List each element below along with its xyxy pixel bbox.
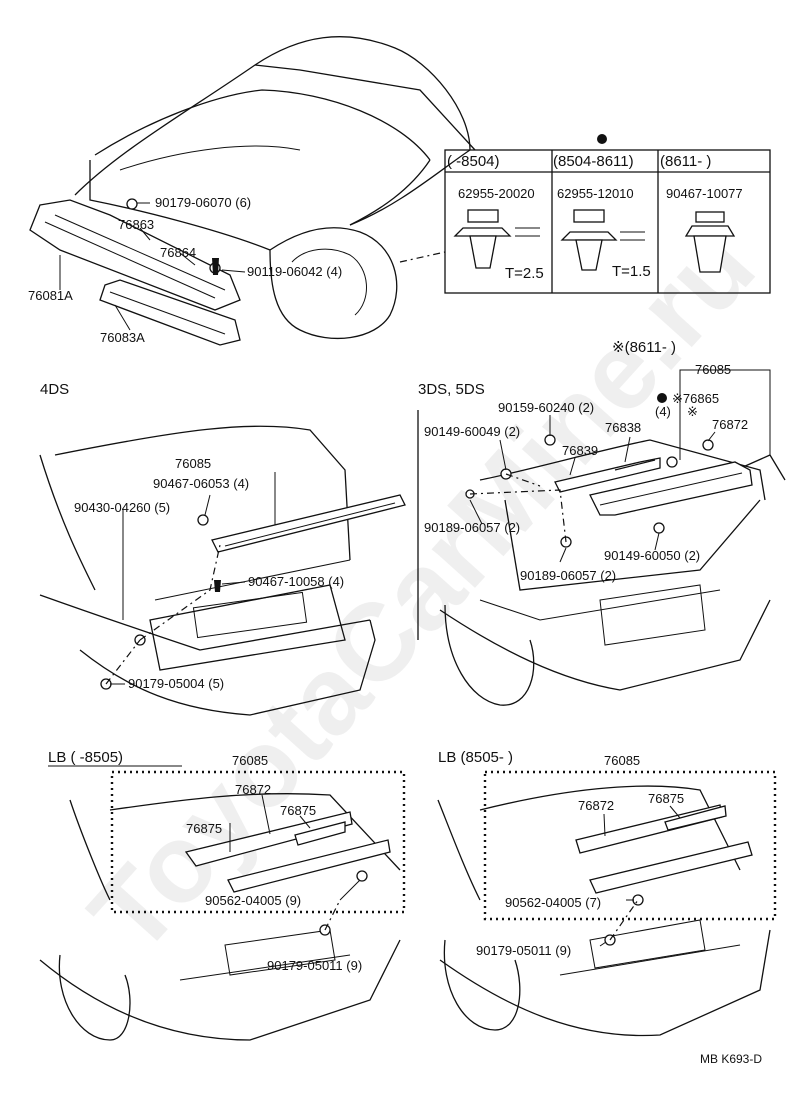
lb2-label-76872: 76872 [578, 798, 614, 813]
lb2-leaders [599, 805, 681, 947]
3ds-label-q4: (4) [655, 404, 671, 419]
lb2-spoiler-parts [575, 804, 753, 946]
lb1-leaders [229, 794, 361, 931]
lb2-label-90562: 90562-04005 (7) [505, 895, 601, 910]
clip-62955-20020-icon [453, 209, 540, 269]
lb1-spoiler-parts [184, 811, 391, 936]
label-76863: 76863 [118, 217, 154, 232]
3ds-label-star: ※ [687, 404, 698, 419]
3ds-label-90149-60050: 90149-60050 (2) [604, 548, 700, 563]
title-4ds: 4DS [40, 381, 69, 398]
front-spoiler-76081A [29, 199, 241, 311]
3ds-label-76085: 76085 [695, 362, 731, 377]
lb2-dotted-box [483, 770, 777, 921]
diagram-code: MB K693-D [700, 1052, 762, 1066]
table-part-3: 90467-10077 [666, 186, 743, 201]
clip-90467-10077-icon [684, 211, 736, 273]
3ds-label-76838: 76838 [605, 420, 641, 435]
table-dim-2: T=1.5 [612, 263, 651, 280]
3ds-note-8611: ※(8611- ) [612, 339, 676, 356]
4ds-label-90430-04260: 90430-04260 (5) [74, 500, 170, 515]
lb2-label-76875: 76875 [648, 791, 684, 806]
4ds-label-90179-05004: 90179-05004 (5) [128, 676, 224, 691]
top-leaders [59, 202, 446, 331]
title-lb-early: LB ( -8505) [48, 749, 123, 766]
4ds-label-90467-10058: 90467-10058 (4) [248, 574, 344, 589]
label-90179-06070: 90179-06070 (6) [155, 195, 251, 210]
front-spoiler-76083A [99, 279, 241, 346]
3ds-label-90149-60049: 90149-60049 (2) [424, 424, 520, 439]
clip-62955-12010-icon [560, 209, 645, 271]
front-car-drawing [74, 36, 476, 340]
label-76081A: 76081A [28, 288, 73, 303]
lb1-car-drawing [39, 793, 401, 1041]
3ds-spoiler-parts [465, 393, 753, 548]
table-header-2: (8504-8611) [553, 153, 634, 170]
lb1-label-76872: 76872 [235, 782, 271, 797]
lb1-label-76875a: 76875 [186, 821, 222, 836]
4ds-label-76085: 76085 [175, 456, 211, 471]
table-part-1: 62955-20020 [458, 186, 535, 201]
3ds-label-90159-60240: 90159-60240 (2) [498, 400, 594, 415]
3ds-label-76865: ※76865 [672, 391, 719, 406]
clip-table [444, 134, 771, 294]
lb2-label-90179: 90179-05011 (9) [476, 943, 571, 958]
3ds-label-76872: 76872 [712, 417, 748, 432]
3ds-label-90189-06057b: 90189-06057 (2) [520, 568, 616, 583]
label-76864: 76864 [160, 245, 196, 260]
title-3ds-5ds: 3DS, 5DS [418, 381, 485, 398]
3ds-label-90189-06057a: 90189-06057 (2) [424, 520, 520, 535]
4ds-leaders [105, 472, 276, 685]
lb1-label-76085: 76085 [232, 753, 268, 768]
lb1-label-76875b: 76875 [280, 803, 316, 818]
4ds-car-drawing [39, 425, 376, 716]
table-header-3: (8611- ) [660, 153, 711, 170]
lb2-car-drawing [437, 785, 771, 1037]
title-lb-late: LB (8505- ) [438, 749, 513, 766]
label-90119-06042: 90119-06042 (4) [247, 264, 342, 279]
3ds-label-76839: 76839 [562, 443, 598, 458]
table-dim-1: T=2.5 [505, 265, 544, 282]
lb2-label-76085: 76085 [604, 753, 640, 768]
label-76083A: 76083A [100, 330, 145, 345]
table-part-2: 62955-12010 [557, 186, 634, 201]
3ds-leaders [469, 369, 771, 563]
lb1-label-90562: 90562-04005 (9) [205, 893, 301, 908]
lb1-dotted-box [110, 770, 406, 914]
clip-markers-top [126, 198, 221, 275]
4ds-label-90467-06053: 90467-06053 (4) [153, 476, 249, 491]
table-header-1: ( -8504) [447, 153, 500, 170]
lb1-label-90179: 90179-05011 (9) [267, 958, 362, 973]
